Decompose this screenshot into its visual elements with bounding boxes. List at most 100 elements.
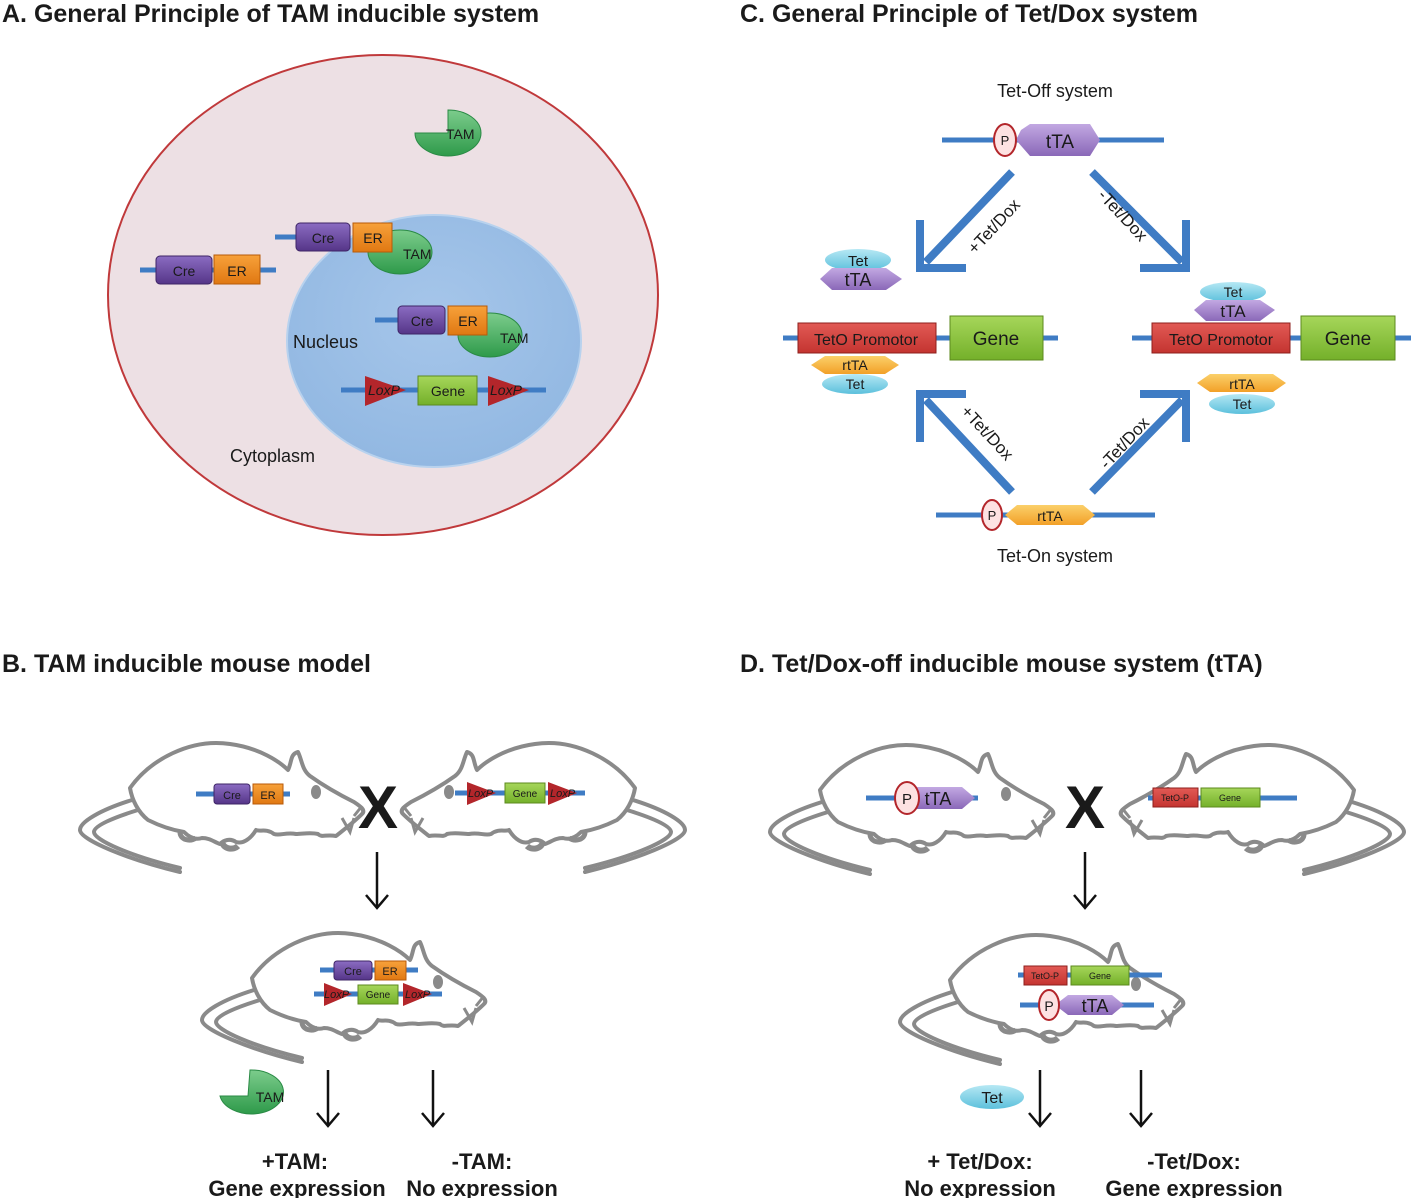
teto-box [1152,787,1199,808]
loxp-triangle [324,983,352,1006]
offspring-constructs: TetO-P Gene tTA P [1018,965,1162,1021]
teto-gene-construct-left: TetO Promotor Gene [783,315,1058,361]
cre-er-construct-mouse: Cre ER [196,783,290,805]
promoter-label: P [1044,998,1053,1014]
gene-label: Gene [513,789,538,800]
panel-b: B. TAM inducible mouse model Cre ER X Lo… [2,650,687,1198]
teto-box [1023,965,1068,986]
gene-label: Gene [1325,329,1371,350]
nucleus [286,214,582,468]
tet-label: Tet [1233,396,1252,412]
er-box [213,254,261,285]
teto-label: TetO Promotor [1169,332,1274,349]
cre-box [213,783,251,805]
cre-er-tam-complex-border: Cre ER TAM [275,222,433,275]
tet-on-system-label: Tet-On system [997,546,1113,566]
outcome-minus-tet-title: -Tet/Dox: [1147,1149,1241,1174]
er-box [252,783,284,805]
nucleus-label: Nucleus [293,332,358,352]
er-label: ER [382,966,397,978]
arrow-plus-label: +Tet/Dox [964,195,1024,258]
loxp-label: LoxP [550,788,576,800]
tta-hexagon [820,268,902,290]
outcome-plus-tam-title: +TAM: [262,1149,328,1174]
teto-promoter-box [797,322,937,354]
panel-c: C. General Principle of Tet/Dox system T… [740,0,1411,566]
loxp-label: LoxP [405,989,431,1001]
rtta-label: rtTA [842,357,868,373]
tet-oval [1200,282,1266,302]
mouse-parent-cre-er [78,743,363,874]
rtta-hexagon [1197,374,1286,392]
er-label: ER [458,313,477,329]
gene-box [949,315,1044,361]
gene-label: Gene [1219,793,1241,803]
cre-er-tam-complex-nucleus: Cre ER TAM [375,305,529,358]
mouse-outline-icon [950,935,1183,1041]
gene-label: Gene [366,990,391,1001]
er-label: ER [363,230,382,246]
tam-label: TAM [256,1089,285,1105]
tta-hexagon [1055,995,1124,1015]
loxp-triangle [548,782,577,805]
promoter-label: P [988,508,997,523]
gene-label: Gene [1089,971,1111,981]
arrow-tet-on-plus: +Tet/Dox [916,390,1017,495]
panel-d: D. Tet/Dox-off inducible mouse system (t… [740,650,1406,1198]
panel-d-title: D. Tet/Dox-off inducible mouse system (t… [740,650,1263,678]
cross-symbol: X [1065,774,1105,841]
promoter-label: P [902,791,912,808]
arrow-down-minus-tam [421,1070,445,1128]
panel-b-title: B. TAM inducible mouse model [2,650,371,678]
teto-label: TetO-P [1031,971,1059,981]
arrow-down-minus-tet [1129,1070,1153,1128]
cytoplasm-label: Cytoplasm [230,446,315,466]
cre-box [155,255,213,285]
tam-molecule: TAM [219,1069,285,1115]
tet-off-system-label: Tet-Off system [997,81,1113,101]
tet-molecule: Tet [960,1085,1024,1109]
rtta-hexagon [1005,505,1095,525]
cre-box [333,960,373,981]
arrow-tet-off-minus: -Tet/Dox [1089,169,1190,272]
cre-er-construct-cytoplasm: Cre ER [140,254,276,285]
arrow-down-plus-tam [316,1070,340,1128]
tet-label: Tet [981,1090,1003,1107]
floxed-gene-construct: LoxP Gene LoxP [341,375,546,406]
tet-on-construct: rtTA P [936,499,1155,531]
tet-off-construct: tTA P [942,123,1164,157]
arrow-down-offspring [1073,852,1097,910]
panel-c-title: C. General Principle of Tet/Dox system [740,0,1198,28]
promoter-label: P [1001,133,1010,148]
rtta-tet-complex-free: rtTA Tet [1197,374,1286,414]
er-label: ER [227,263,246,279]
gene-box [1070,965,1130,986]
loxp-label: LoxP [490,382,523,398]
rtta-hexagon [811,356,899,374]
rtta-label: rtTA [1229,376,1255,392]
cre-box [397,305,446,335]
tam-label: TAM [500,330,529,346]
arrow-down-plus-tet [1028,1070,1052,1128]
loxp-label: LoxP [468,788,494,800]
tet-oval [822,374,888,394]
er-box [374,960,407,981]
promoter-oval [894,781,920,815]
tta-construct-mouse: tTA P [866,781,978,815]
promoter-oval [981,499,1003,531]
er-box [352,222,393,253]
mouse-parent-floxed [402,743,687,874]
outcome-minus-tam-title: -TAM: [452,1149,513,1174]
outcome-plus-tam-desc: Gene expression [208,1176,385,1198]
arrow-plus-label: +Tet/Dox [957,402,1017,465]
panel-a-title: A. General Principle of TAM inducible sy… [2,0,539,28]
promoter-oval [1038,989,1060,1021]
cre-label: Cre [223,790,241,802]
tet-label: Tet [846,376,865,392]
teto-promoter-box [1151,322,1291,354]
teto-label: TetO-P [1161,793,1189,803]
tet-label: Tet [1224,284,1243,300]
loxp-triangle [403,983,432,1006]
teto-label: TetO Promotor [814,332,919,349]
gene-box [1200,787,1261,808]
